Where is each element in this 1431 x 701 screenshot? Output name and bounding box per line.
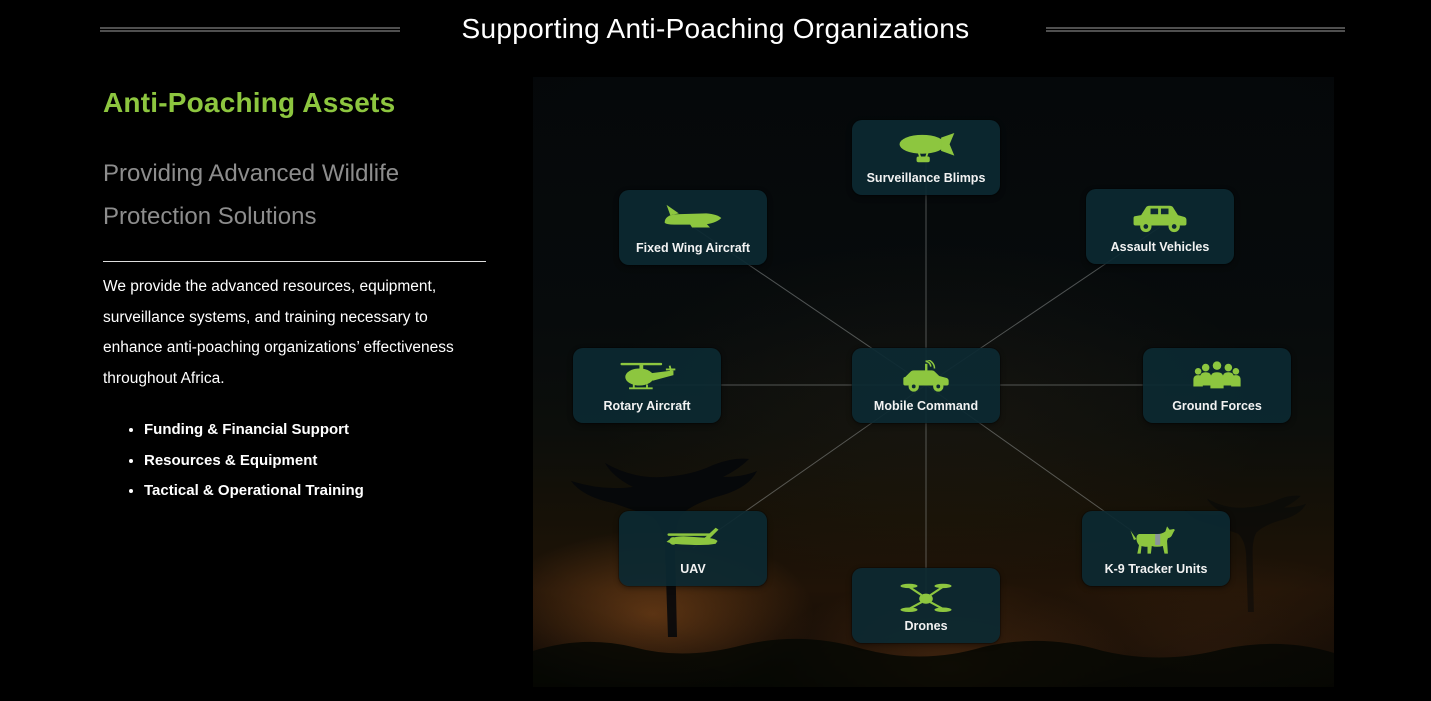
node-label: Assault Vehicles (1110, 239, 1210, 254)
mobile-command-vehicle-icon (895, 359, 957, 395)
node-label: Rotary Aircraft (603, 398, 691, 413)
fixed-wing-aircraft-icon (662, 201, 724, 237)
intro-paragraph: We provide the advanced resources, equip… (103, 278, 454, 387)
section-subheading: Providing Advanced Wildlife Protection S… (103, 160, 400, 230)
diagram-node-fixed-wing-aircraft: Fixed Wing Aircraft (619, 190, 767, 265)
diagram-node-mobile-command: Mobile Command (852, 348, 1000, 423)
diagram-node-rotary-aircraft: Rotary Aircraft (573, 348, 721, 423)
node-label: K-9 Tracker Units (1104, 561, 1208, 576)
ground-forces-icon (1186, 359, 1248, 395)
diagram-node-assault-vehicles: Assault Vehicles (1086, 189, 1234, 264)
diagram-node-k9-tracker-units: K-9 Tracker Units (1082, 511, 1230, 586)
page-title: Supporting Anti-Poaching Organizations (461, 13, 970, 44)
divider (103, 261, 486, 262)
node-label: UAV (680, 561, 706, 576)
quadcopter-drone-icon (895, 579, 957, 615)
list-item: Tactical & Operational Training (144, 476, 364, 507)
node-label: Drones (904, 618, 948, 633)
k9-dog-icon (1125, 522, 1187, 558)
list-item: Funding & Financial Support (144, 415, 364, 446)
assets-diagram: Surveillance Blimps Fixed Wing Aircraft (533, 77, 1334, 687)
list-item: Resources & Equipment (144, 446, 364, 477)
node-label: Ground Forces (1172, 398, 1262, 413)
blimp-icon (895, 131, 957, 167)
node-label: Mobile Command (873, 398, 979, 413)
uav-icon (662, 522, 724, 558)
diagram-node-drones: Drones (852, 568, 1000, 643)
header-rule-left (100, 27, 400, 32)
header-rule-right (1046, 27, 1345, 32)
assault-vehicle-icon (1129, 200, 1191, 236)
diagram-node-uav: UAV (619, 511, 767, 586)
diagram-node-ground-forces: Ground Forces (1143, 348, 1291, 423)
diagram-node-surveillance-blimps: Surveillance Blimps (852, 120, 1000, 195)
section-heading: Anti-Poaching Assets (103, 87, 396, 118)
support-list: Funding & Financial Support Resources & … (127, 415, 364, 507)
helicopter-icon (616, 359, 678, 395)
node-label: Fixed Wing Aircraft (635, 240, 751, 255)
node-label: Surveillance Blimps (866, 170, 986, 185)
